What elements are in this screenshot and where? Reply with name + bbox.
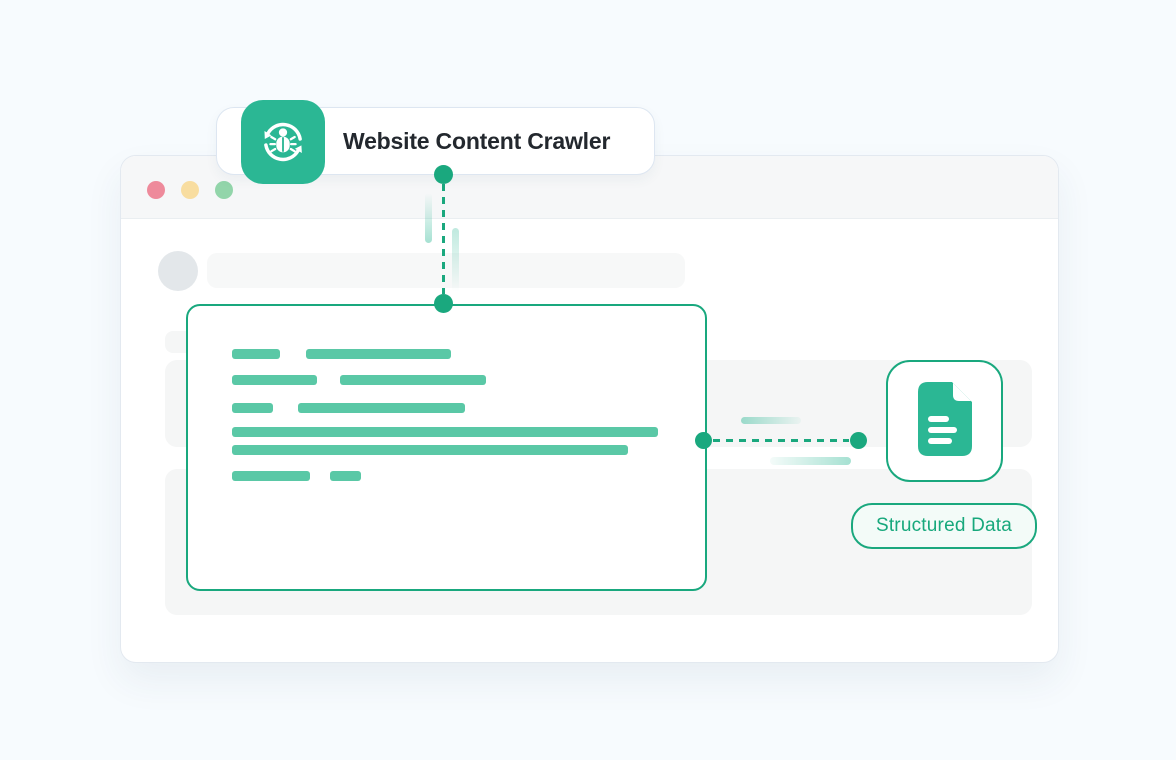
structured-data-badge[interactable]: Structured Data — [851, 503, 1037, 549]
connector-dot-right — [849, 431, 867, 449]
skeleton-text-bar — [298, 403, 465, 413]
skeleton-text-bar — [232, 427, 658, 437]
skeleton-text-bar — [232, 445, 628, 455]
skeleton-text-bar — [232, 349, 280, 359]
connector-dot-left — [694, 431, 712, 449]
skeleton-text-bar — [330, 471, 361, 481]
crawled-content-box — [186, 304, 707, 591]
traffic-lights — [147, 181, 233, 199]
crawler-card-label: Website Content Crawler — [343, 127, 611, 154]
traffic-light-minimize[interactable] — [181, 181, 199, 199]
motion-streak — [770, 457, 851, 465]
traffic-light-close[interactable] — [147, 181, 165, 199]
bug-refresh-icon — [241, 100, 325, 184]
skeleton-text-bar — [232, 471, 310, 481]
title-placeholder-bar — [207, 253, 685, 288]
skeleton-text-bar — [232, 403, 273, 413]
traffic-light-zoom[interactable] — [215, 181, 233, 199]
motion-streak — [452, 228, 459, 292]
connector-dot-top — [433, 164, 453, 184]
document-icon — [917, 381, 972, 461]
skeleton-text-bar — [340, 375, 486, 385]
skeleton-text-bar — [232, 375, 317, 385]
structured-data-badge-label: Structured Data — [875, 515, 1013, 536]
structured-data-card[interactable] — [886, 360, 1003, 482]
connector-dot-box — [433, 293, 453, 313]
avatar — [158, 251, 198, 291]
motion-streak — [741, 417, 801, 424]
skeleton-text-bar — [306, 349, 451, 359]
vertical-dashed-connector — [441, 184, 445, 294]
horizontal-dashed-connector — [713, 438, 849, 442]
motion-streak — [425, 193, 432, 243]
